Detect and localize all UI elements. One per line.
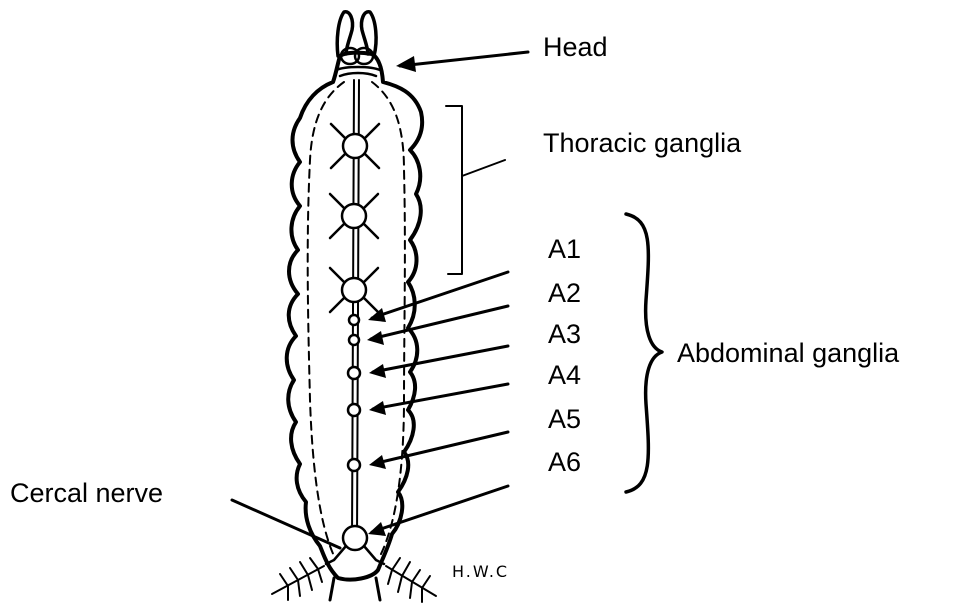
arrowhead-a4 bbox=[369, 401, 386, 415]
abdominal-ganglion-a3 bbox=[348, 367, 360, 379]
arrowhead-a5 bbox=[369, 455, 386, 469]
arrow-a3 bbox=[373, 346, 508, 372]
label-segment-a5: A5 bbox=[548, 406, 581, 433]
arrow-a4 bbox=[373, 384, 508, 409]
abdominal-ganglion-a2 bbox=[349, 335, 359, 345]
arrowhead-a2 bbox=[367, 331, 384, 345]
head-collar bbox=[336, 67, 380, 76]
abdominal-ganglion-a5 bbox=[348, 459, 360, 471]
abdominal-brace bbox=[626, 214, 662, 492]
arrowhead-a3 bbox=[369, 364, 386, 378]
label-segment-a1: A1 bbox=[548, 236, 581, 263]
cercus-right bbox=[386, 558, 436, 602]
tail-spine-left bbox=[330, 578, 334, 600]
label-segment-a6: A6 bbox=[548, 449, 581, 476]
label-segment-a3: A3 bbox=[548, 321, 581, 348]
abdominal-ganglion-a1 bbox=[349, 315, 359, 325]
arrow-head bbox=[400, 52, 528, 66]
label-cercal-nerve: Cercal nerve bbox=[10, 480, 163, 507]
label-segment-a4: A4 bbox=[548, 362, 581, 389]
arrow-a6 bbox=[372, 486, 508, 532]
arrowhead-a6 bbox=[368, 522, 386, 536]
artist-signature: H.W.C bbox=[452, 562, 509, 581]
label-abdominal-ganglia: Abdominal ganglia bbox=[677, 340, 899, 367]
arrow-a5 bbox=[373, 432, 508, 464]
label-segment-a2: A2 bbox=[548, 280, 581, 307]
head-brain-lobe-right bbox=[355, 48, 373, 64]
label-head: Head bbox=[543, 34, 608, 61]
tail-spine-right bbox=[376, 578, 380, 600]
abdominal-ganglion-a4 bbox=[348, 404, 360, 416]
thoracic-bracket bbox=[446, 106, 505, 274]
thoracic-ganglion-1 bbox=[331, 124, 379, 168]
label-thoracic-ganglia: Thoracic ganglia bbox=[543, 130, 741, 157]
cercus-left bbox=[272, 558, 324, 600]
arrowhead-head bbox=[396, 56, 416, 72]
